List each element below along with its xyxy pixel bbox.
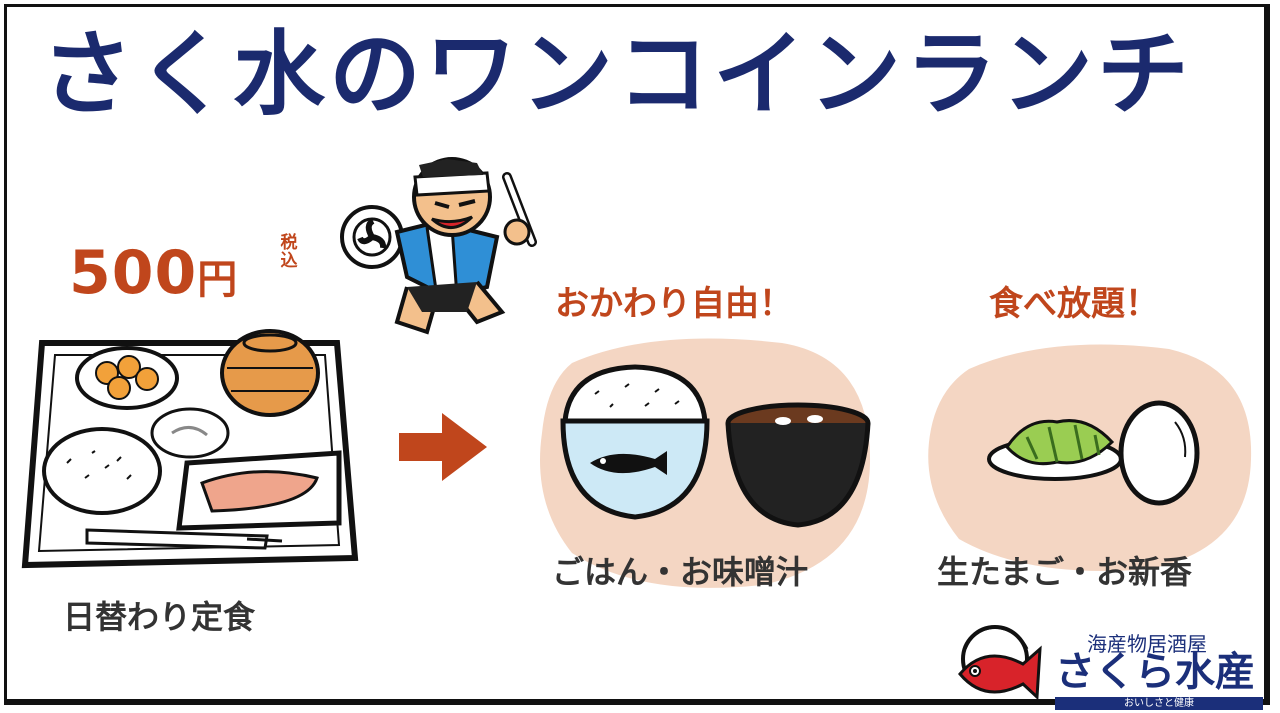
page-title: さく水のワンコインランチ	[41, 21, 1194, 128]
logo-bar	[1055, 697, 1263, 710]
refill-heading: おかわり自由！	[555, 284, 793, 324]
set-meal-label: 日替わり定食	[63, 598, 256, 636]
sea-bream-logo-icon	[958, 625, 1042, 701]
refill-items-label: ごはん・お味噌汁	[552, 553, 809, 591]
price-amount: 500	[69, 238, 198, 308]
pickles-illustration	[987, 419, 1123, 481]
tax-included-note: 税 込	[275, 233, 303, 271]
mascot-illustration	[340, 157, 537, 335]
all-you-can-eat-items-label: 生たまご・お新香	[937, 553, 1193, 591]
set-meal-tray-illustration	[21, 329, 359, 569]
rice-bowl-illustration	[560, 364, 710, 520]
all-you-can-eat-heading: 食べ放題！	[989, 284, 1159, 324]
logo-name: さくら水産	[1055, 649, 1255, 695]
logo-subtitle: 海産物居酒屋	[1087, 632, 1207, 656]
tax-note-2: 込	[280, 250, 298, 271]
price: 500円	[69, 243, 237, 303]
logo-tagline: おいしさと健康	[1124, 698, 1194, 709]
tax-note-1: 税	[280, 233, 298, 253]
poster-frame: さく水のワンコインランチ 500円 税 込	[4, 4, 1270, 710]
raw-egg-illustration	[1118, 400, 1200, 506]
arrow-right-icon	[399, 413, 487, 481]
price-unit: 円	[197, 257, 238, 303]
miso-soup-illustration	[725, 402, 871, 528]
